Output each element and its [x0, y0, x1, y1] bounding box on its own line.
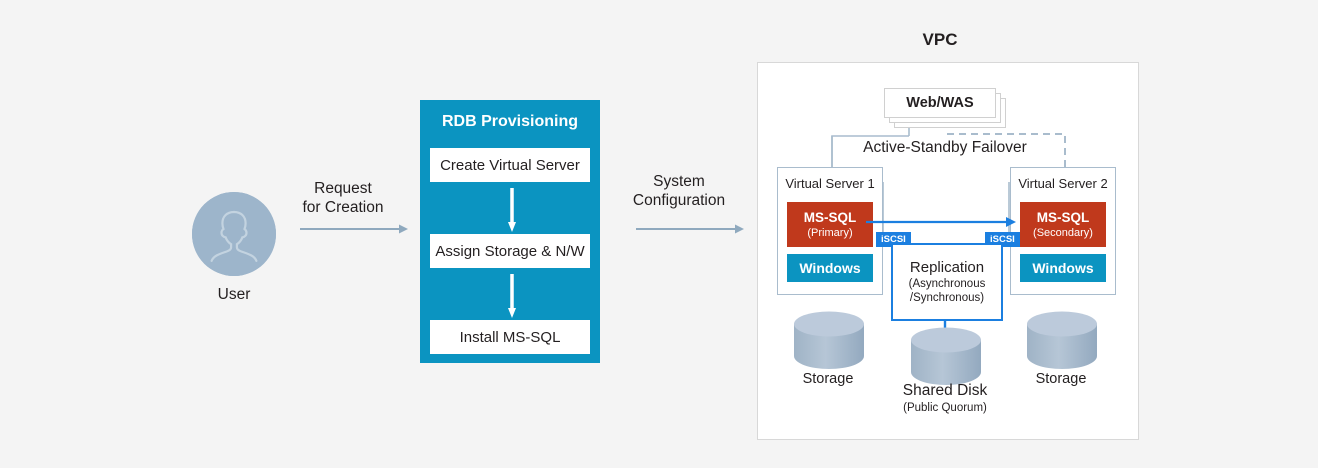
- replication-node[interactable]: Replication (Asynchronous /Synchronous): [891, 243, 1003, 321]
- virtual-server-2-db-role: (Secondary): [1033, 226, 1093, 239]
- replication-mode-line1: (Asynchronous: [908, 278, 986, 290]
- active-standby-failover-label: Active-Standby Failover: [863, 139, 1027, 156]
- user-label: User: [217, 286, 251, 303]
- virtual-server-2-os: Windows: [1020, 254, 1106, 282]
- virtual-server-2-db-name: MS-SQL: [1036, 209, 1090, 225]
- iscsi-replication-arrow-icon: [866, 217, 1016, 227]
- rdb-step-create-virtual-server[interactable]: Create Virtual Server: [430, 148, 590, 182]
- user-avatar-icon: [192, 192, 276, 276]
- storage-cylinder-right-icon: [1027, 311, 1097, 369]
- virtual-server-1-node[interactable]: Virtual Server 1 MS-SQL (Primary) Window…: [777, 167, 883, 295]
- shared-disk-sublabel: (Public Quorum): [903, 402, 987, 414]
- virtual-server-1-os: Windows: [787, 254, 873, 282]
- request-arrow-icon: [300, 224, 408, 234]
- storage-right-label: Storage: [1035, 371, 1087, 387]
- storage-cylinder-left-icon: [794, 311, 864, 369]
- replication-mode-line2: /Synchronous): [909, 292, 985, 304]
- system-configuration-arrow-icon: [636, 224, 744, 234]
- rdb-step-install-ms-sql[interactable]: Install MS-SQL: [430, 320, 590, 354]
- system-label-line1: System: [653, 173, 705, 190]
- rdb-step-assign-storage-nw[interactable]: Assign Storage & N/W: [430, 234, 590, 268]
- vpc-title: VPC: [922, 30, 958, 49]
- rdb-provisioning-panel: RDB Provisioning Create Virtual Server A…: [420, 100, 600, 363]
- virtual-server-1-database: MS-SQL (Primary): [787, 202, 873, 247]
- rdb-step-arrow-down-icon: [508, 274, 516, 318]
- storage-left-label: Storage: [802, 371, 854, 387]
- virtual-server-2-node[interactable]: Virtual Server 2 MS-SQL (Secondary) Wind…: [1010, 167, 1116, 295]
- web-was-label: Web/WAS: [884, 88, 996, 118]
- user-avatar: [192, 192, 276, 276]
- virtual-server-2-database: MS-SQL (Secondary): [1020, 202, 1106, 247]
- web-was-node[interactable]: Web/WAS: [884, 88, 1006, 128]
- virtual-server-1-title: Virtual Server 1: [785, 176, 875, 191]
- rdb-step-arrow-down-icon: [508, 188, 516, 232]
- rdb-provisioning-title: RDB Provisioning: [441, 113, 578, 130]
- request-label-line1: Request: [314, 180, 372, 197]
- system-label-line2: Configuration: [632, 192, 726, 209]
- virtual-server-1-db-role: (Primary): [807, 226, 853, 239]
- shared-disk-label: Shared Disk: [902, 382, 988, 399]
- system-configuration-arrow-label: System Configuration: [613, 172, 745, 210]
- virtual-server-2-title: Virtual Server 2: [1018, 176, 1108, 191]
- virtual-server-1-db-name: MS-SQL: [803, 209, 857, 225]
- replication-title: Replication: [909, 259, 985, 276]
- request-label-line2: for Creation: [302, 199, 384, 216]
- shared-disk-cylinder-icon: [911, 327, 981, 385]
- request-arrow-label: Request for Creation: [278, 179, 408, 217]
